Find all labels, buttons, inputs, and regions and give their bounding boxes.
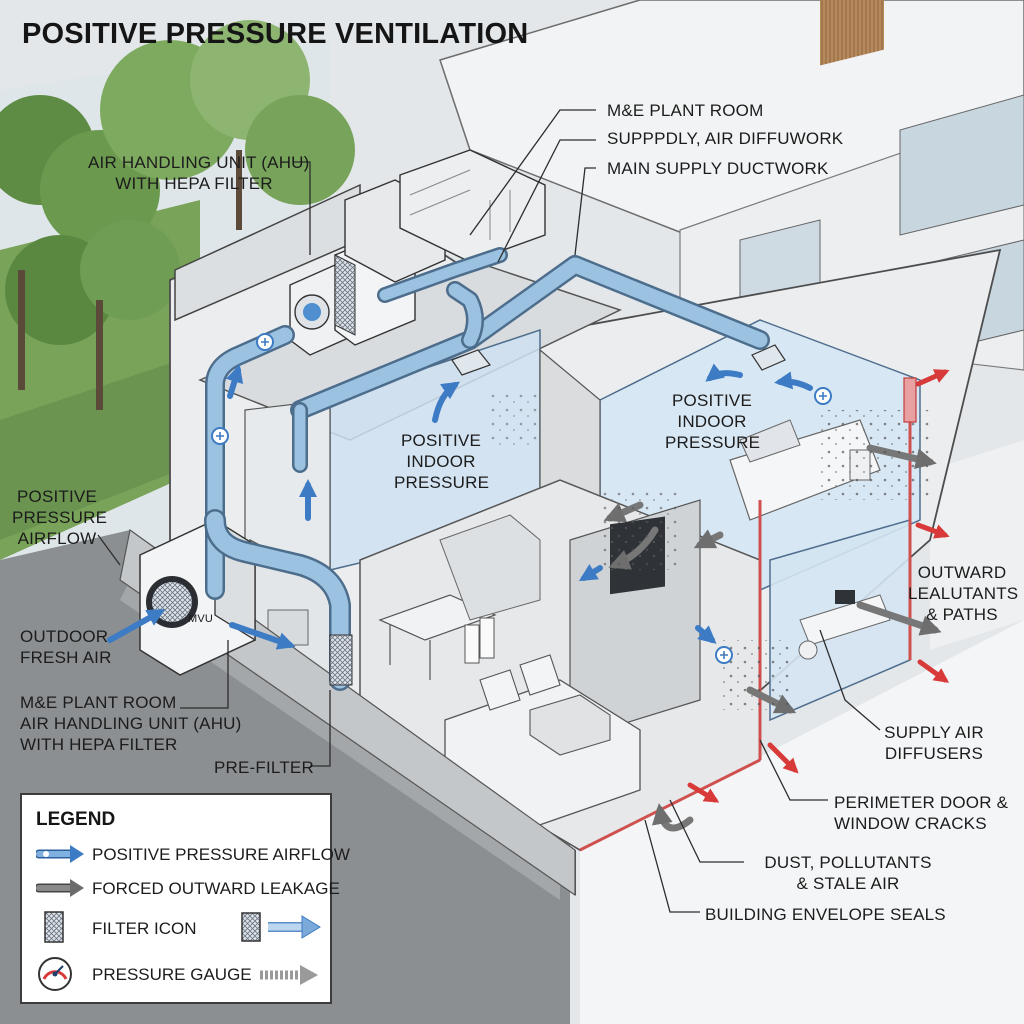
- label-outward-line3: & PATHS: [926, 605, 998, 624]
- label-ahu-low: M&E PLANT ROOM AIR HANDLING UNIT (AHU) W…: [20, 692, 242, 755]
- legend-airflow-arrow-icon: [36, 845, 84, 863]
- label-positive-airflow: POSITIVE PRESSURE AIRFLOW: [12, 486, 108, 549]
- label-dust-line1: DUST, POLLUTANTS: [764, 853, 932, 872]
- airflow-arrows: [107, 363, 813, 650]
- legend-filter-icon: [44, 911, 64, 943]
- label-indoor-right: POSITIVE INDOOR PRESSURE: [665, 390, 761, 453]
- label-supply-diffuwork: SUPPPDLY, AIR DIFFUWORK: [607, 129, 844, 148]
- label-indoor-left-line1: POSITIVE: [400, 431, 481, 450]
- leader-lines: [97, 109, 881, 913]
- label-ahu-low-line1: M&E PLANT ROOM: [20, 693, 177, 712]
- label-indoor-left-line3: PRESSURE: [394, 473, 490, 492]
- label-ahu-top-line1: AIR HANDLING UNIT (AHU): [88, 153, 310, 172]
- label-diffusers-line1: SUPPLY AIR: [884, 723, 984, 742]
- label-indoor-right-line1: POSITIVE: [671, 391, 752, 410]
- legend-label-gauge: PRESSURE GAUGE: [92, 965, 252, 984]
- label-outdoor-air: OUTDOOR FRESH AIR: [20, 626, 112, 668]
- label-positive-airflow-line3: AIRFLOW: [17, 529, 97, 548]
- label-main-duct: MAIN SUPPLY DUCTWORK: [607, 159, 829, 178]
- label-ahu-top: AIR HANDLING UNIT (AHU) WITH HEPA FILTER: [88, 152, 310, 194]
- trees: [0, 20, 355, 410]
- label-indoor-right-line2: INDOOR: [677, 412, 747, 431]
- label-dust-line2: & STALE AIR: [796, 874, 900, 893]
- legend-filter-flow-icon: [241, 912, 321, 942]
- legend-leakage-arrow-icon: [36, 879, 84, 897]
- label-diffusers: SUPPLY AIR DIFFUSERS: [878, 722, 990, 764]
- label-ahu-top-line2: WITH HEPA FILTER: [115, 174, 273, 193]
- outward-leak-arrows: [687, 369, 950, 803]
- label-cracks: PERIMETER DOOR & WINDOW CRACKS: [834, 792, 1008, 834]
- legend-dust-arrow-icon: [260, 965, 318, 985]
- label-ahu-low-line3: WITH HEPA FILTER: [20, 735, 178, 754]
- label-positive-airflow-line2: PRESSURE: [12, 508, 108, 527]
- supply-ductwork: [204, 247, 770, 691]
- label-indoor-left-line2: INDOOR: [406, 452, 476, 471]
- label-positive-airflow-line1: POSITIVE: [16, 487, 97, 506]
- legend-title: LEGEND: [36, 809, 116, 830]
- label-ahu-low-line2: AIR HANDLING UNIT (AHU): [20, 714, 242, 733]
- diagram-title: POSITIVE PRESSURE VENTILATION: [22, 18, 529, 50]
- label-outward-line1: OUTWARD: [917, 563, 1007, 582]
- pressure-gauge-icon: [38, 957, 72, 991]
- label-cracks-line2: WINDOW CRACKS: [834, 814, 987, 833]
- ahu-units: [289, 149, 546, 356]
- label-dust: DUST, POLLUTANTS & STALE AIR: [750, 852, 946, 894]
- label-outdoor-air-line1: OUTDOOR: [20, 627, 109, 646]
- label-plant-room: M&E PLANT ROOM: [607, 101, 764, 120]
- legend-label-leakage: FORCED OUTWARD LEAKAGE: [92, 879, 340, 898]
- label-pre-filter: PRE-FILTER: [214, 758, 314, 777]
- label-envelope: BUILDING ENVELOPE SEALS: [705, 905, 946, 924]
- label-indoor-left: POSITIVE INDOOR PRESSURE: [394, 430, 490, 493]
- label-diffusers-line2: DIFFUSERS: [884, 744, 984, 763]
- label-outdoor-air-line2: FRESH AIR: [20, 648, 112, 667]
- label-mvu: MVU: [188, 613, 214, 625]
- legend: LEGEND POSITIVE PRESSURE AIRFLOW FORCED …: [20, 793, 350, 1004]
- label-cracks-line1: PERIMETER DOOR &: [834, 793, 1009, 812]
- label-indoor-right-line3: PRESSURE: [665, 433, 761, 452]
- label-outward-line2: LEALUTANTS: [908, 584, 1019, 603]
- legend-label-filter: FILTER ICON: [92, 919, 197, 938]
- legend-label-airflow: POSITIVE PRESSURE AIRFLOW: [92, 845, 350, 864]
- label-outward: OUTWARD LEALUTANTS & PATHS: [908, 562, 1019, 625]
